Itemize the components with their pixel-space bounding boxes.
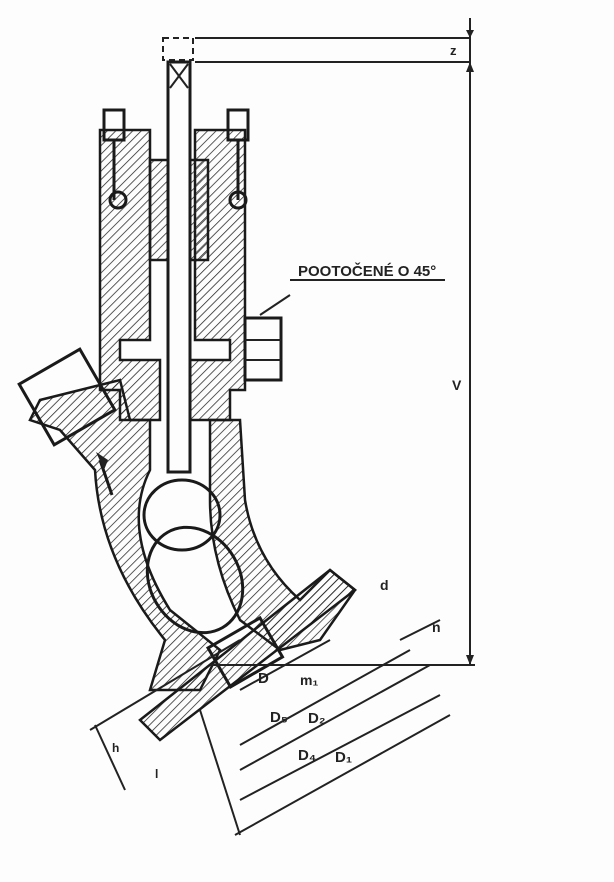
dim-z-label: z	[450, 43, 457, 58]
valve-body	[17, 347, 357, 692]
gland-bolts	[102, 108, 283, 382]
dimension-lines	[89, 18, 475, 836]
dim-D5-label: D₅	[270, 709, 288, 726]
stem	[162, 37, 194, 474]
dim-d-label: d	[380, 577, 389, 593]
dim-v-label: V	[452, 377, 462, 393]
outlet-flange	[138, 568, 358, 742]
dim-h-label: h	[112, 741, 119, 755]
dim-l-label: l	[155, 767, 158, 781]
dim-D4-label: D₄	[298, 747, 316, 764]
bonnet	[98, 128, 247, 422]
dim-D2-label: D₂	[308, 710, 326, 727]
dim-D-label: D	[258, 670, 269, 687]
dim-m1-label: m₁	[300, 672, 318, 688]
dim-n-label: n	[432, 619, 441, 635]
rotated-45-note: POOTOČENÉ O 45°	[298, 262, 436, 280]
dim-D1-label: D₁	[335, 749, 352, 766]
